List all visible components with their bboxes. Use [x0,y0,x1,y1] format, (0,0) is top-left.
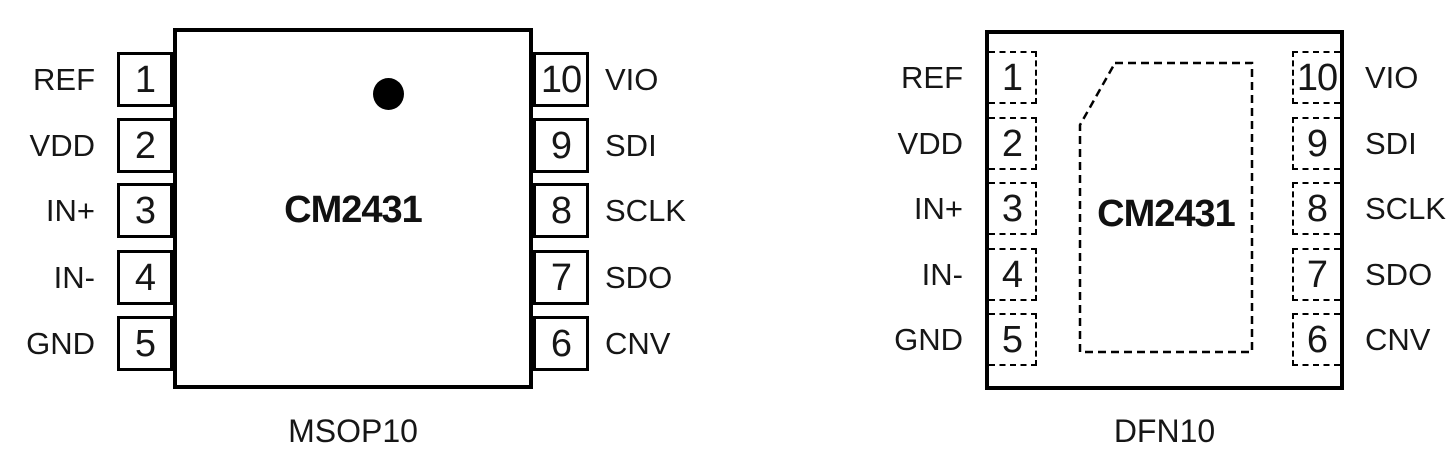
pin-row: IN- 4 [10,250,190,305]
dfn10-package-body [985,30,1344,390]
pin-row: VDD 2 [840,117,1040,170]
pin-label: CNV [605,325,671,361]
pin-number: 8 [550,189,572,232]
pin-pad: 10 [1292,51,1340,104]
pin-row: 6 CNV [1292,313,1451,366]
pin-pad: 8 [1292,182,1340,235]
pin-row: IN+ 3 [840,182,1040,235]
pin-label: SDI [1365,125,1417,161]
pin-box: 5 [117,316,173,371]
pin-number: 10 [1296,56,1338,99]
pin-box: 2 [117,118,173,173]
pin-label: IN+ [45,192,95,228]
pin-row: GND 5 [840,313,1040,366]
pin-number: 4 [1001,253,1023,296]
pin-pad: 5 [989,313,1037,366]
pin-label: GND [894,321,963,357]
pin-label: REF [901,59,963,95]
pin-row: 8 SCLK [1292,182,1451,235]
pin-row: 9 SDI [1292,117,1451,170]
pin-number: 5 [1001,318,1023,361]
pin-label: VDD [897,125,963,161]
pin-row: 8 SCLK [533,183,773,238]
pin-box: 4 [117,250,173,305]
pin-row: 7 SDO [533,250,773,305]
pin-box: 7 [533,250,589,305]
pin-box: 6 [533,316,589,371]
pin-number: 7 [1306,253,1328,296]
pin-label: IN- [921,256,963,292]
pin-label: REF [33,61,95,97]
pin-box: 9 [533,118,589,173]
pin-box: 8 [533,183,589,238]
pin-label: VIO [605,61,659,97]
pin-number: 4 [134,256,156,299]
pin-number: 10 [540,58,582,101]
pin-row: 10 VIO [533,52,773,107]
pin-row: 9 SDI [533,118,773,173]
pin-box: 10 [533,52,589,107]
pin-label: SDI [605,127,657,163]
pin-number: 6 [550,322,572,365]
pin-number: 1 [134,58,156,101]
pin-row: 10 VIO [1292,51,1451,104]
pin-row: IN+ 3 [10,183,190,238]
pin1-indicator-dot [373,78,404,110]
pin-row: 7 SDO [1292,248,1451,301]
pin-row: GND 5 [10,316,190,371]
pin-number: 2 [134,124,156,167]
pin-box: 1 [117,52,173,107]
pin-number: 5 [134,322,156,365]
package-label: DFN10 [1113,413,1216,449]
chip-name: CM2431 [284,189,423,231]
pin-label: SDO [605,259,673,295]
pin-label: IN- [53,259,95,295]
pin-row: REF 1 [10,52,190,107]
package-label: MSOP10 [288,413,418,449]
pin-label: SDO [1365,256,1433,292]
pin-box: 3 [117,183,173,238]
pin-label: SCLK [1365,190,1446,226]
pin-number: 7 [550,256,572,299]
pin-row: VDD 2 [10,118,190,173]
pin-row: IN- 4 [840,248,1040,301]
die-pad-outline [1078,61,1254,354]
pin-label: SCLK [605,192,686,228]
chip-name: CM2431 [1097,193,1236,235]
pin-number: 9 [550,124,572,167]
pin-label: VIO [1365,59,1419,95]
pin-number: 1 [1001,56,1023,99]
pin-number: 9 [1306,122,1328,165]
pin-pad: 3 [989,182,1037,235]
pin-number: 8 [1306,187,1328,230]
pin-number: 3 [134,189,156,232]
pin-label: VDD [29,127,95,163]
pin-label: CNV [1365,321,1431,357]
pin-number: 2 [1001,122,1023,165]
pin-label: GND [26,325,95,361]
pin-pad: 9 [1292,117,1340,170]
pin-row: 6 CNV [533,316,773,371]
pin-number: 3 [1001,187,1023,230]
pin-pad: 1 [989,51,1037,104]
msop10-package-body [173,28,533,389]
pin-pad: 7 [1292,248,1340,301]
pin-pad: 4 [989,248,1037,301]
pin-row: REF 1 [840,51,1040,104]
pin-pad: 2 [989,117,1037,170]
pin-number: 6 [1306,318,1328,361]
pin-label: IN+ [913,190,963,226]
pin-pad: 6 [1292,313,1340,366]
